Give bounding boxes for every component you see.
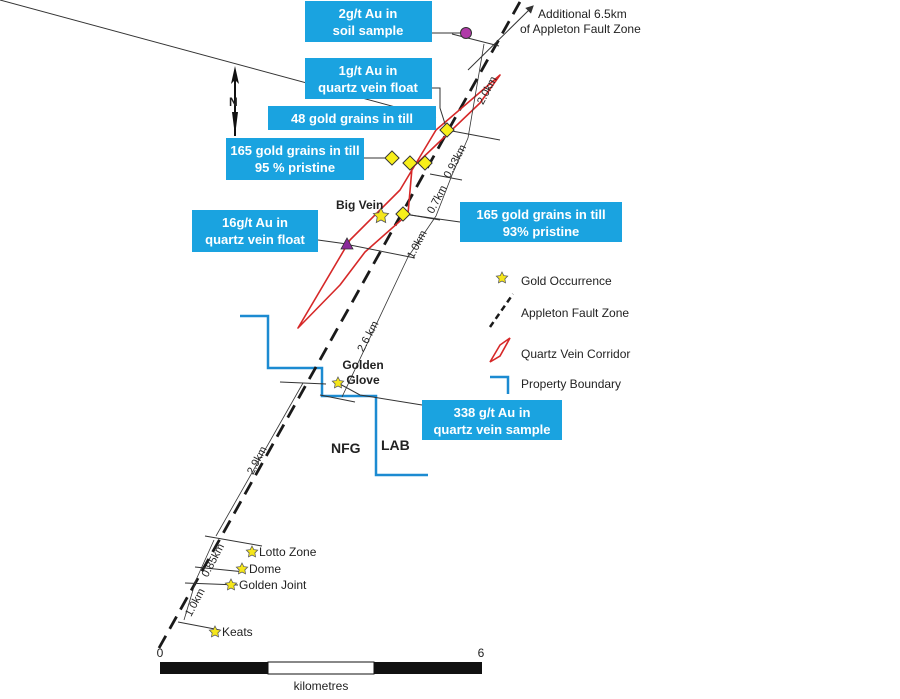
callout-float-16g: 16g/t Au in quartz vein float [192,210,318,252]
legend-boundary-icon [490,375,510,394]
callout-vein-338-box [422,400,562,440]
till-diamond-93 [395,206,411,222]
callout-soil: 2g/t Au in soil sample [305,1,432,42]
star-golden-glove-icon [331,376,345,389]
star-lotto-zone-icon [245,545,259,558]
legend: Gold Occurrence Appleton Fault Zone Quar… [488,271,630,394]
callout-till-165-93: 165 gold grains in till 93% pristine [460,202,622,242]
scale-min: 0 [157,646,164,660]
distance-0-7km: 0.7km [425,184,450,216]
legend-gold-occurrence-icon [495,271,509,284]
distance-0-93km: 0.93km [442,143,470,180]
distance-2-0km: 2.0km [475,75,500,107]
callout-till-48-line1: 48 gold grains in till [291,111,413,126]
label-keats: Keats [222,625,253,639]
callout-till-165-95-box [226,138,364,180]
fault-extension-line2: of Appleton Fault Zone [520,22,641,36]
label-golden-glove-2: Glove [346,373,380,387]
property-boundary [240,314,428,477]
legend-vein-corridor-label: Quartz Vein Corridor [521,347,630,361]
legend-fault-zone-label: Appleton Fault Zone [521,306,629,320]
till-diamond-c [417,155,433,171]
callout-vein-338-line1: 338 g/t Au in [454,405,531,420]
star-dome-icon [235,562,249,575]
callout-float-16g-line2: quartz vein float [205,232,305,247]
fault-extension-arrow [467,5,534,71]
callout-till-48-box [268,106,436,130]
north-arrow-icon: N [229,66,239,136]
float-16g-triangle-marker [340,237,354,250]
callout-till-48: 48 gold grains in till [268,106,436,130]
distance-1-0km-upper: 1.0km [405,229,430,261]
callout-till-165-95-line1: 165 gold grains in till [230,143,359,158]
callout-float-16g-line1: 16g/t Au in [222,215,288,230]
north-label: N [229,95,238,109]
label-lab: LAB [381,437,410,453]
callout-soil-line1: 2g/t Au in [339,6,398,21]
callout-till-165-95-line2: 95 % pristine [255,160,335,175]
label-dome: Dome [249,562,281,576]
callout-float-1g-line2: quartz vein float [318,80,418,95]
distance-0-85km: 0.85km [200,542,228,579]
callout-float-16g-box [192,210,318,252]
legend-fault-zone-icon [488,293,515,328]
scale-max: 6 [478,646,485,660]
distance-1-0km-lower: 1.0km [183,587,208,619]
legend-boundary-label: Property Boundary [521,377,621,391]
soil-sample-marker [460,27,472,39]
callout-float-1g-box [305,58,432,99]
till-diamond-markers [384,122,455,222]
label-golden-glove-1: Golden [342,358,383,372]
till-diamond-b [402,155,418,171]
star-keats-icon [208,625,222,638]
scale-bar: 0 6 kilometres [157,646,485,693]
callout-till-165-93-line2: 93% pristine [503,224,580,239]
callout-vein-338: 338 g/t Au in quartz vein sample [422,400,562,440]
label-nfg: NFG [331,440,361,456]
star-big-vein-icon [372,207,390,224]
legend-gold-occurrence-label: Gold Occurrence [521,274,612,288]
gold-occurrence-stars [208,207,390,638]
quartz-vein-corridor [297,74,501,329]
distance-2-6km: 2.6 km [355,319,381,354]
label-big-vein: Big Vein [336,198,383,212]
callout-soil-box [305,1,432,42]
callout-float-1g-line1: 1g/t Au in [339,63,398,78]
label-golden-joint: Golden Joint [239,578,307,592]
fault-extension-line1: Additional 6.5km [538,7,627,21]
callout-till-165-93-line1: 165 gold grains in till [476,207,605,222]
legend-vein-corridor-icon [489,337,511,363]
callout-soil-line2: soil sample [333,23,404,38]
callout-till-165-93-box [460,202,622,242]
till-diamond-48 [439,122,455,138]
distance-2-9km: 2.9km [245,445,270,477]
callout-vein-338-line2: quartz vein sample [433,422,550,437]
scale-unit: kilometres [294,679,349,693]
star-golden-joint-icon [224,578,238,591]
callout-till-165-95: 165 gold grains in till 95 % pristine [226,138,364,180]
callout-float-1g: 1g/t Au in quartz vein float [305,58,432,99]
label-lotto-zone: Lotto Zone [259,545,317,559]
till-diamond-a [384,150,400,166]
